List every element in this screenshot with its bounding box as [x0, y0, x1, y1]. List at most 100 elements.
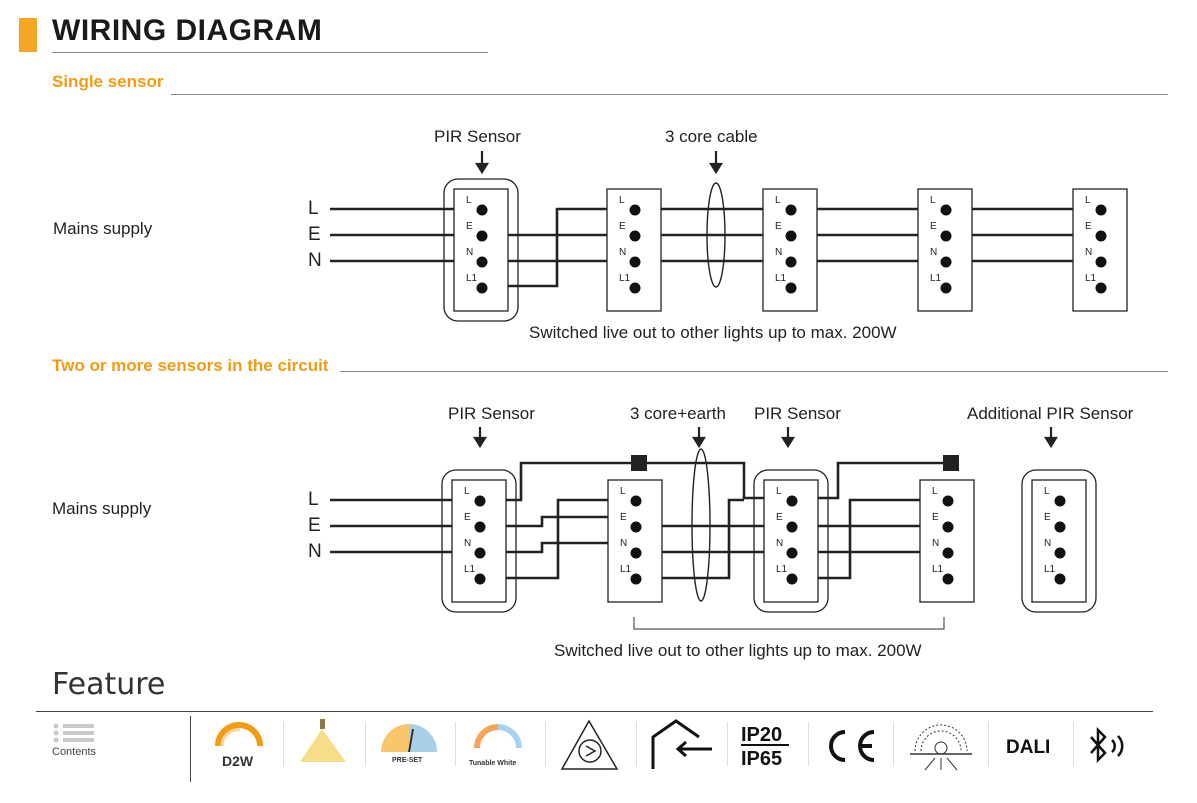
terminal-dot	[474, 521, 486, 533]
additional-pir-label: Additional PIR Sensor	[967, 404, 1134, 423]
terminal-label: L1	[776, 564, 788, 575]
terminal-label: L1	[775, 273, 787, 284]
svg-text:IP20: IP20	[741, 724, 782, 746]
terminal-dot	[940, 282, 952, 294]
terminal-label: L1	[930, 273, 942, 284]
terminal-dot	[785, 230, 797, 242]
terminal-dot	[630, 495, 642, 507]
terminal-dot	[630, 521, 642, 533]
terminal-label: N	[775, 247, 782, 258]
sensor-housing	[753, 469, 829, 613]
svg-text:D2W: D2W	[222, 753, 254, 769]
terminal-label: L	[620, 486, 626, 497]
cable-label-2: 3 core+earth	[630, 404, 726, 423]
pir-arrow-head	[473, 436, 487, 449]
light-terminal-block: L E N L1	[1072, 188, 1128, 312]
cable-bundle-ellipse	[706, 182, 726, 288]
pir-sensor-label-3: PIR Sensor	[754, 404, 841, 423]
terminal-label: E	[1044, 512, 1051, 523]
title-accent-bar	[19, 18, 37, 52]
terminal-label: L1	[464, 564, 476, 575]
terminal-dot	[1095, 230, 1107, 242]
terminal-label: E	[620, 512, 627, 523]
icon-separator	[636, 722, 637, 766]
terminal-dot	[942, 521, 954, 533]
terminal-dot	[785, 256, 797, 268]
bluetooth-icon	[1090, 726, 1124, 764]
indoor-house-icon	[651, 719, 712, 769]
section-heading-multi: Two or more sensors in the circuit	[52, 356, 329, 375]
svg-text:Tunable White: Tunable White	[469, 760, 516, 767]
terminal-label: N	[1085, 247, 1092, 258]
terminal-label: E	[1085, 221, 1092, 232]
terminal-label: N	[619, 247, 626, 258]
terminal-label: E	[619, 221, 626, 232]
terminal-label: L	[619, 195, 625, 206]
contents-button[interactable]: Contents	[52, 722, 112, 762]
icon-separator	[727, 722, 728, 766]
terminal-dot	[1095, 282, 1107, 294]
terminal-dot	[940, 256, 952, 268]
feature-divider	[190, 716, 191, 782]
dali-icon: DALI	[1006, 737, 1050, 758]
line-letter-n-1: N	[308, 250, 322, 271]
ce-mark-icon	[829, 730, 875, 762]
downlight-beam-icon	[300, 719, 346, 762]
pir-sensor-label-2: PIR Sensor	[448, 404, 535, 423]
terminal-label: L1	[1085, 273, 1097, 284]
terminal-dot	[630, 573, 642, 585]
line-letter-e-2: E	[308, 515, 321, 536]
footnote-2: Switched live out to other lights up to …	[554, 641, 922, 660]
title-underline	[52, 52, 488, 53]
terminal-label: L	[930, 195, 936, 206]
icon-separator	[365, 722, 366, 766]
terminal-dot	[786, 521, 798, 533]
terminal-dot	[942, 573, 954, 585]
pir-sensor-label-1: PIR Sensor	[434, 127, 521, 146]
tunable-white-icon: Tunable White	[469, 724, 522, 767]
terminal-dot	[786, 495, 798, 507]
section-heading-single: Single sensor	[52, 72, 164, 91]
terminal-label: E	[464, 512, 471, 523]
terminal-dot	[476, 230, 488, 242]
wire-switched-live	[792, 498, 948, 580]
footnote-bracket	[633, 617, 945, 630]
terminal-label: L	[1085, 195, 1091, 206]
icon-separator	[808, 722, 809, 766]
terminal-dot	[942, 547, 954, 559]
preset-gauge-icon: PRE-SET	[381, 724, 437, 764]
line-letter-n-2: N	[308, 541, 322, 562]
terminal-dot	[786, 547, 798, 559]
terminal-label: N	[620, 538, 627, 549]
section-rule-single	[171, 94, 1168, 95]
terminal-label: L1	[620, 564, 632, 575]
terminal-label: L1	[932, 564, 944, 575]
feature-rule	[36, 711, 1153, 712]
junction-connector	[631, 455, 647, 471]
terminal-dot	[1054, 547, 1066, 559]
terminal-label: L	[776, 486, 782, 497]
terminal-dot	[1054, 495, 1066, 507]
terminal-dot	[474, 495, 486, 507]
terminal-label: N	[932, 538, 939, 549]
terminal-dot	[1054, 521, 1066, 533]
light-terminal-block: L E N L1	[607, 479, 663, 603]
terminal-dot	[629, 204, 641, 216]
icon-separator	[988, 722, 989, 766]
terminal-dot	[630, 547, 642, 559]
d2w-icon: D2W	[215, 722, 263, 769]
terminal-dot	[785, 204, 797, 216]
terminal-label: N	[466, 247, 473, 258]
terminal-label: E	[930, 221, 937, 232]
terminal-label: E	[932, 512, 939, 523]
terminal-dot	[785, 282, 797, 294]
terminal-dot	[629, 282, 641, 294]
junction-connector	[943, 455, 959, 471]
svg-text:DALI: DALI	[1006, 737, 1050, 758]
terminal-label: N	[1044, 538, 1051, 549]
terminal-label: L1	[1044, 564, 1056, 575]
terminal-label: N	[776, 538, 783, 549]
